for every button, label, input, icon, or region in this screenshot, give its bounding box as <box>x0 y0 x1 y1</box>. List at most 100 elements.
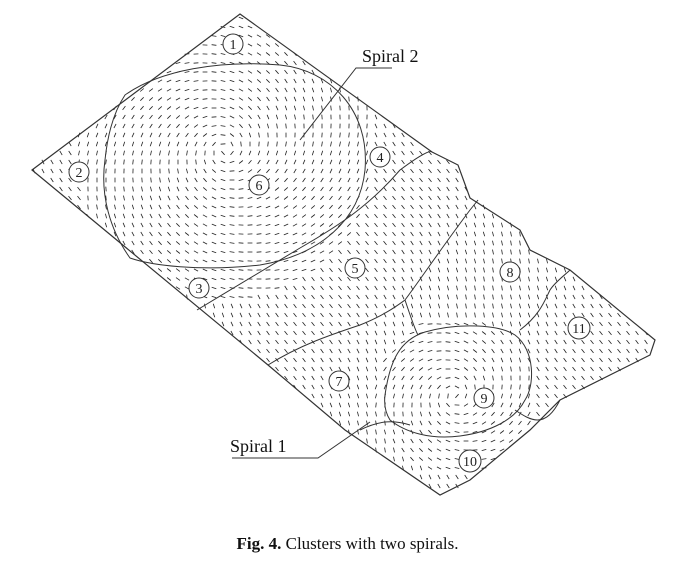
field-vector <box>239 150 243 156</box>
field-vector <box>419 465 423 471</box>
field-vector <box>311 366 315 372</box>
field-vector <box>266 79 270 83</box>
field-vector <box>366 429 368 435</box>
field-vector <box>348 150 350 156</box>
field-vector <box>114 204 116 210</box>
field-vector <box>275 294 279 300</box>
field-vector <box>518 420 522 426</box>
field-vector <box>500 357 504 363</box>
field-vector <box>239 303 243 309</box>
field-vector <box>68 150 72 156</box>
field-vector <box>590 312 594 318</box>
field-vector <box>554 312 558 318</box>
field-vector <box>474 312 476 318</box>
field-vector <box>292 196 298 200</box>
field-vector <box>203 141 207 147</box>
field-vector <box>545 348 549 354</box>
field-vector <box>401 276 405 282</box>
field-vector <box>338 276 342 282</box>
field-vector <box>500 402 504 408</box>
field-vector <box>275 61 279 65</box>
field-vector <box>374 375 378 381</box>
field-vector <box>283 241 289 245</box>
field-vector <box>266 70 270 74</box>
field-vector <box>419 438 423 444</box>
field-vector <box>454 413 460 415</box>
field-vector <box>527 339 531 345</box>
field-vector <box>401 177 405 183</box>
field-vector <box>168 168 170 174</box>
field-vector <box>356 159 360 165</box>
field-vector <box>149 240 153 246</box>
field-vector <box>509 339 513 345</box>
field-vector <box>158 204 162 210</box>
field-vector <box>229 251 235 253</box>
field-vector <box>347 303 351 309</box>
field-vector <box>366 411 368 417</box>
field-vector <box>211 44 217 46</box>
field-vector <box>248 150 252 156</box>
field-vector <box>500 411 504 417</box>
field-vector <box>410 312 414 318</box>
field-vector <box>319 214 325 218</box>
field-vector <box>635 348 639 354</box>
field-vector <box>419 168 423 174</box>
field-vector <box>113 132 117 138</box>
field-vector <box>122 231 126 237</box>
region-7-marker: 7 <box>328 370 350 392</box>
field-vector <box>104 132 108 138</box>
field-vector <box>436 430 442 434</box>
field-vector <box>284 78 288 84</box>
field-vector <box>437 258 441 264</box>
field-vector <box>419 249 423 255</box>
field-vector <box>527 312 531 318</box>
field-vector <box>347 186 351 192</box>
field-vector <box>284 357 288 363</box>
field-vector <box>320 330 324 336</box>
field-vector <box>438 303 440 309</box>
field-vector <box>347 366 351 372</box>
field-vector <box>365 285 369 291</box>
field-vector <box>428 168 432 174</box>
field-vector <box>482 213 486 219</box>
field-vector <box>510 240 512 246</box>
field-vector <box>149 106 153 110</box>
field-vector <box>374 177 378 183</box>
field-vector <box>518 402 522 408</box>
field-vector <box>528 267 530 273</box>
field-vector <box>59 168 63 174</box>
boundary-3-5 <box>196 151 433 311</box>
field-vector <box>536 366 540 372</box>
field-vector <box>247 79 253 83</box>
field-vector <box>122 213 126 219</box>
field-vector <box>184 286 190 290</box>
field-vector <box>293 348 297 354</box>
field-vector <box>474 267 476 273</box>
field-vector <box>230 141 234 147</box>
svg-text:2: 2 <box>76 166 83 181</box>
field-vector <box>292 268 298 272</box>
field-vector <box>392 204 396 210</box>
field-vector <box>464 249 468 255</box>
field-vector <box>229 242 235 244</box>
field-vector <box>420 393 422 399</box>
field-vector <box>473 204 477 210</box>
field-vector <box>256 196 262 200</box>
field-vector <box>175 241 181 245</box>
field-vector <box>545 393 549 399</box>
field-vector <box>572 294 576 300</box>
field-vector <box>464 375 468 381</box>
field-vector <box>202 250 208 254</box>
field-vector <box>456 303 458 309</box>
field-vector <box>320 339 324 345</box>
field-vector <box>338 294 342 300</box>
field-vector <box>528 258 530 264</box>
field-vector <box>274 223 280 227</box>
field-vector <box>311 393 315 399</box>
field-vector <box>220 251 226 253</box>
field-vector <box>410 420 414 426</box>
field-vector <box>383 330 387 336</box>
field-vector <box>184 106 190 110</box>
field-vector <box>454 376 460 380</box>
field-vector <box>104 123 108 129</box>
